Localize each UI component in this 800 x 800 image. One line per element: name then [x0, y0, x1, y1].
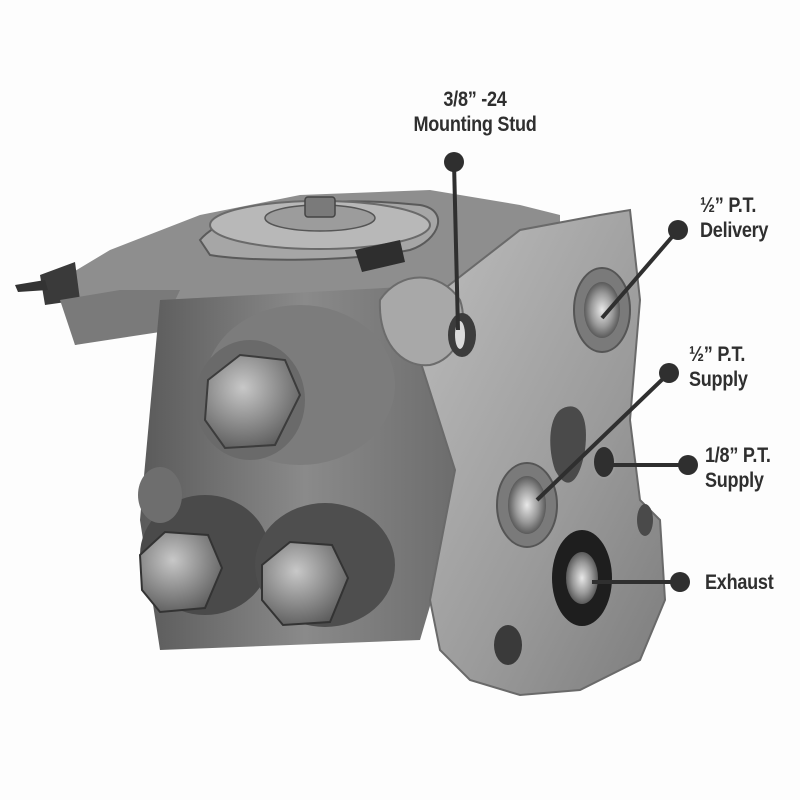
callout-exhaust-line1: Exhaust: [705, 571, 774, 594]
callout-delivery-line1: ½” P.T.: [700, 194, 757, 217]
callout-mounting-stud-line1: 3/8” -24: [443, 88, 507, 111]
callout-supply-eighth: 1/8” P.T. Supply: [705, 443, 771, 493]
callout-mounting-stud: 3/8” -24 Mounting Stud: [393, 87, 556, 137]
callout-supply-half-line1: ½” P.T.: [689, 343, 746, 366]
callout-delivery: ½” P.T. Delivery: [700, 193, 768, 243]
mounting-plate: [378, 208, 667, 697]
valve-body: [138, 285, 470, 650]
callout-supply-half: ½” P.T. Supply: [689, 342, 748, 392]
callout-delivery-line2: Delivery: [700, 219, 769, 242]
callout-leaders: [444, 152, 698, 592]
callout-supply-eighth-line2: Supply: [705, 469, 764, 492]
callout-supply-half-line2: Supply: [689, 368, 748, 391]
callout-supply-eighth-line1: 1/8” P.T.: [705, 444, 771, 467]
callout-mounting-stud-line2: Mounting Stud: [413, 113, 537, 136]
callout-exhaust: Exhaust: [705, 570, 774, 595]
